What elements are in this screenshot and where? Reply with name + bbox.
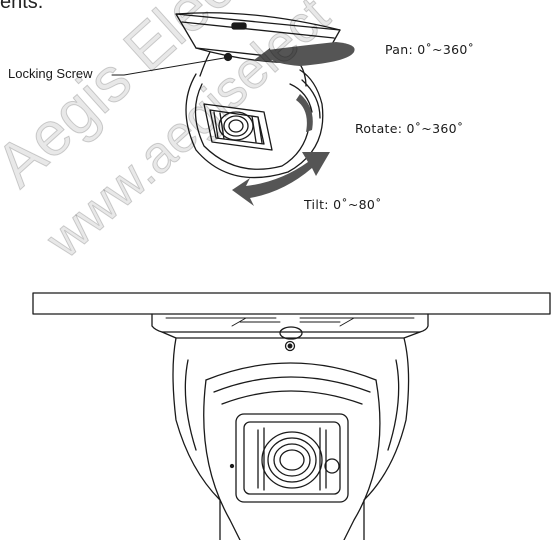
header-text-fragment: ents. bbox=[0, 0, 44, 13]
base-slot bbox=[231, 22, 247, 30]
dome-housing bbox=[172, 337, 221, 540]
locking-screw bbox=[223, 52, 233, 62]
tilt-arrow bbox=[232, 152, 330, 206]
camera-lens bbox=[261, 431, 323, 489]
pan-arrow bbox=[268, 42, 355, 66]
lens-housing bbox=[235, 413, 349, 503]
tilted-dome-camera bbox=[175, 12, 355, 206]
light-sensor bbox=[324, 458, 340, 474]
locking-screw-label: Locking Screw bbox=[8, 66, 93, 81]
pan-label: Pan: 0˚~360˚ bbox=[385, 42, 475, 57]
locking-screw-bottom bbox=[284, 340, 296, 352]
ceiling-mounted-camera bbox=[32, 292, 551, 540]
lens-block bbox=[203, 103, 273, 151]
locking-screw-leader bbox=[111, 57, 225, 76]
ceiling-plate bbox=[32, 292, 551, 315]
tilt-label: Tilt: 0˚~80˚ bbox=[304, 197, 382, 212]
rotate-arrow bbox=[296, 94, 313, 132]
housing-outer bbox=[185, 69, 324, 179]
mounting-ring bbox=[151, 313, 429, 333]
top-indicator bbox=[279, 326, 303, 340]
rotate-label: Rotate: 0˚~360˚ bbox=[355, 121, 464, 136]
